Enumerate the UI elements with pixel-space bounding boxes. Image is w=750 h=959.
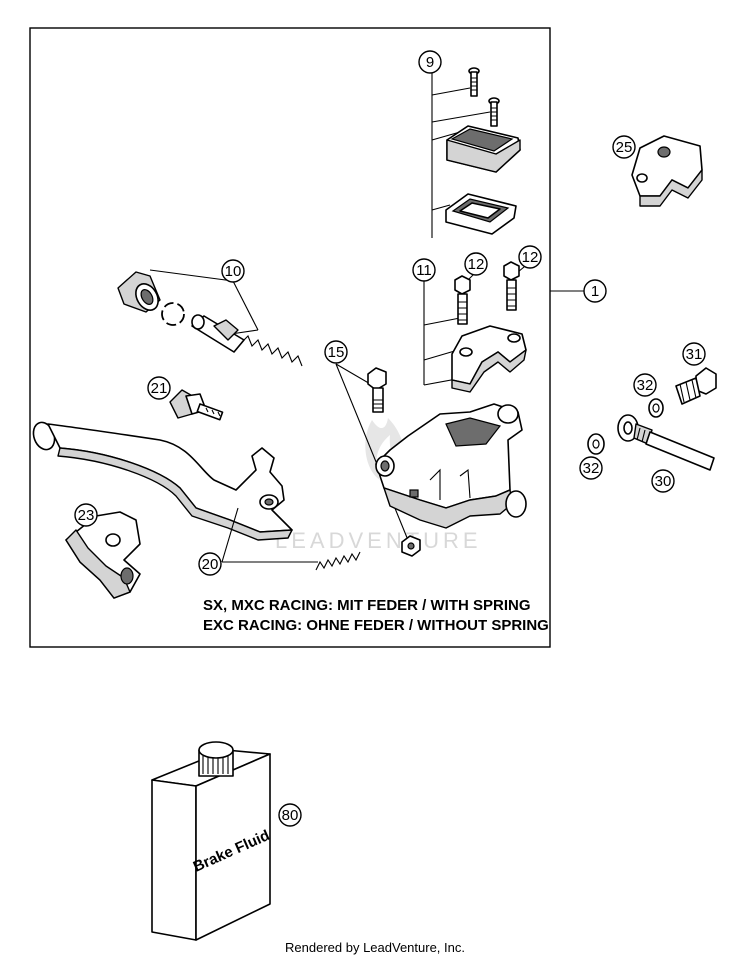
handlebar-clamp bbox=[451, 325, 527, 393]
brake-hose bbox=[617, 414, 715, 471]
piston bbox=[191, 314, 245, 353]
callout-21: 21 bbox=[147, 376, 171, 400]
handlebar-clamp-part bbox=[631, 135, 703, 207]
callout-15: 15 bbox=[324, 340, 348, 364]
svg-text:25: 25 bbox=[616, 139, 633, 156]
circlip bbox=[161, 302, 185, 326]
return-spring bbox=[221, 507, 361, 571]
assembly-frame bbox=[29, 27, 551, 648]
piston-boot bbox=[117, 271, 161, 313]
reservoir-diaphragm bbox=[445, 193, 517, 235]
sealing-washer bbox=[648, 398, 664, 418]
reservoir-cap-group bbox=[431, 67, 521, 238]
callout-31: 31 bbox=[682, 342, 706, 366]
svg-text:9: 9 bbox=[426, 54, 434, 71]
svg-text:12: 12 bbox=[468, 256, 485, 273]
note-with-spring: SX, MXC RACING: MIT FEDER / WITH SPRING bbox=[203, 597, 531, 614]
lever-guard bbox=[65, 511, 141, 599]
cap-screw bbox=[468, 67, 480, 97]
lever-adjuster bbox=[169, 389, 224, 421]
callout-32: 32 bbox=[579, 456, 603, 480]
svg-text:80: 80 bbox=[282, 807, 299, 824]
clamp-bolt bbox=[454, 275, 471, 325]
svg-text:30: 30 bbox=[655, 473, 672, 490]
svg-text:32: 32 bbox=[583, 460, 600, 477]
callout-80: 80 bbox=[278, 803, 302, 827]
piston-kit-group bbox=[117, 269, 303, 367]
reservoir-cap bbox=[446, 125, 521, 173]
watermark: LEADVENTURE bbox=[275, 418, 482, 553]
piston-spring bbox=[241, 335, 303, 367]
svg-text:10: 10 bbox=[225, 263, 242, 280]
brake-fluid-bottle: Brake Fluid bbox=[151, 741, 272, 941]
svg-text:32: 32 bbox=[637, 377, 654, 394]
svg-text:21: 21 bbox=[151, 380, 168, 397]
footer-credit: Rendered by LeadVenture, Inc. bbox=[285, 940, 465, 955]
clamp-bolt bbox=[503, 261, 520, 311]
svg-text:31: 31 bbox=[686, 346, 703, 363]
callout-20: 20 bbox=[198, 552, 222, 576]
svg-text:20: 20 bbox=[202, 556, 219, 573]
watermark-text: LEADVENTURE bbox=[275, 528, 482, 553]
banjo-bolt bbox=[675, 367, 717, 405]
svg-text:15: 15 bbox=[328, 344, 345, 361]
master-cylinder-body bbox=[375, 403, 527, 529]
sealing-washer bbox=[587, 433, 605, 455]
note-without-spring: EXC RACING: OHNE FEDER / WITHOUT SPRING bbox=[203, 617, 549, 634]
callout-9: 9 bbox=[418, 50, 442, 74]
cap-screw bbox=[488, 97, 500, 127]
callout-25: 25 bbox=[612, 135, 636, 159]
callout-32: 32 bbox=[633, 373, 657, 397]
bottle-cap bbox=[198, 741, 234, 777]
svg-text:11: 11 bbox=[416, 262, 432, 279]
callout-12: 12 bbox=[518, 245, 542, 269]
svg-text:12: 12 bbox=[522, 249, 539, 266]
svg-text:23: 23 bbox=[78, 507, 95, 524]
clamp-bolts-group bbox=[423, 261, 531, 393]
callout-23: 23 bbox=[74, 503, 98, 527]
svg-text:1: 1 bbox=[591, 283, 599, 300]
pivot-nut bbox=[401, 535, 421, 557]
callout-12: 12 bbox=[464, 252, 488, 276]
callout-11: 11 bbox=[412, 258, 436, 282]
callout-10: 10 bbox=[221, 259, 245, 283]
pivot-bolt bbox=[335, 363, 411, 546]
callout-30: 30 bbox=[651, 469, 675, 493]
callout-1: 1 bbox=[583, 279, 607, 303]
brake-lever bbox=[32, 421, 293, 541]
